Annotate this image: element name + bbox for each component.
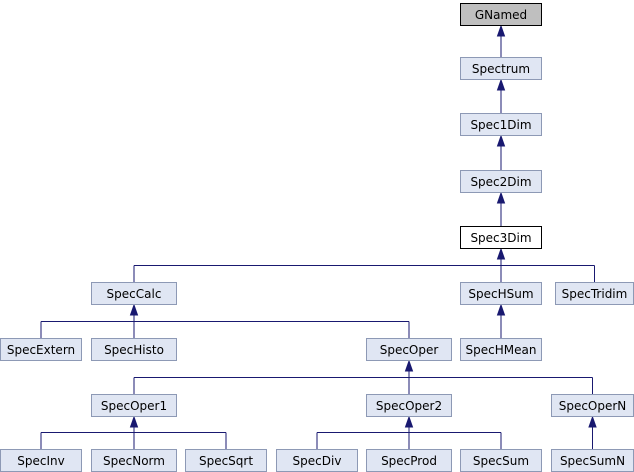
class-box[interactable] xyxy=(460,3,542,26)
class-label: SpecHisto xyxy=(104,343,164,357)
class-label: SpecTridim xyxy=(562,287,628,301)
class-box[interactable] xyxy=(460,57,542,80)
class-node-specdiv[interactable]: SpecDiv xyxy=(276,449,358,472)
class-node-speccalc[interactable]: SpecCalc xyxy=(91,282,177,305)
edge-group-specoper1 xyxy=(40,415,227,449)
class-node-specopern[interactable]: SpecOperN xyxy=(551,394,634,417)
edge-group-speccalc xyxy=(40,303,410,338)
class-label: SpecOper2 xyxy=(376,399,442,413)
class-box[interactable] xyxy=(460,113,542,136)
class-box[interactable] xyxy=(91,394,177,417)
class-label: SpecOper xyxy=(380,343,439,357)
class-node-specsumn[interactable]: SpecSumN xyxy=(551,449,634,472)
arrowhead-speccalc xyxy=(129,303,139,316)
class-box[interactable] xyxy=(366,394,452,417)
class-node-spechsum[interactable]: SpecHSum xyxy=(460,282,542,305)
arrowhead-specoper1 xyxy=(129,415,139,428)
class-box[interactable] xyxy=(460,282,542,305)
nodes-layer: GNamedSpectrumSpec1DimSpec2DimSpec3DimSp… xyxy=(0,3,634,472)
class-label: SpecInv xyxy=(17,454,64,468)
class-box[interactable] xyxy=(460,226,542,249)
class-label: GNamed xyxy=(475,8,527,22)
class-label: SpecHSum xyxy=(468,287,533,301)
class-node-spechisto[interactable]: SpecHisto xyxy=(91,338,177,361)
arrowhead-gnamed xyxy=(496,24,506,37)
class-box[interactable] xyxy=(0,338,82,361)
class-node-specprod[interactable]: SpecProd xyxy=(366,449,452,472)
edge-group-spechsum xyxy=(496,303,506,338)
class-node-specinv[interactable]: SpecInv xyxy=(0,449,82,472)
class-box[interactable] xyxy=(460,338,542,361)
class-label: SpecOper1 xyxy=(101,399,167,413)
class-node-spectrum[interactable]: Spectrum xyxy=(460,57,542,80)
edge-group-specoper xyxy=(133,359,593,394)
class-label: SpecSum xyxy=(473,454,529,468)
class-node-spec2dim[interactable]: Spec2Dim xyxy=(460,170,542,193)
class-label: SpecDiv xyxy=(293,454,342,468)
class-label: Spec1Dim xyxy=(470,118,531,132)
class-box[interactable] xyxy=(366,338,452,361)
class-label: SpecSqrt xyxy=(199,454,253,468)
class-label: SpecOperN xyxy=(559,399,627,413)
edge-group-spec2dim xyxy=(496,191,506,226)
class-label: Spectrum xyxy=(472,62,530,76)
class-label: SpecSumN xyxy=(560,454,625,468)
class-box[interactable] xyxy=(91,282,177,305)
arrowhead-spechsum xyxy=(496,303,506,316)
class-node-spechmean[interactable]: SpecHMean xyxy=(460,338,542,361)
class-box[interactable] xyxy=(460,170,542,193)
class-node-specextern[interactable]: SpecExtern xyxy=(0,338,82,361)
class-node-specoper[interactable]: SpecOper xyxy=(366,338,452,361)
class-label: Spec3Dim xyxy=(470,231,531,245)
class-label: SpecHMean xyxy=(466,343,537,357)
class-node-specoper2[interactable]: SpecOper2 xyxy=(366,394,452,417)
class-node-specsqrt[interactable]: SpecSqrt xyxy=(185,449,267,472)
arrowhead-specopern xyxy=(588,415,597,428)
class-label: SpecNorm xyxy=(103,454,165,468)
arrowhead-spec3dim xyxy=(496,247,506,260)
class-node-specoper1[interactable]: SpecOper1 xyxy=(91,394,177,417)
arrowhead-specoper2 xyxy=(404,415,414,428)
class-node-specnorm[interactable]: SpecNorm xyxy=(91,449,177,472)
edge-group-spec1dim xyxy=(496,134,506,170)
arrowhead-spec2dim xyxy=(496,191,506,204)
edge-group-gnamed xyxy=(496,24,506,57)
class-node-spec3dim[interactable]: Spec3Dim xyxy=(460,226,542,249)
class-node-spectridim[interactable]: SpecTridim xyxy=(555,282,634,305)
arrowhead-spec1dim xyxy=(496,134,506,147)
class-label: SpecExtern xyxy=(7,343,75,357)
edge-group-specopern xyxy=(588,415,597,449)
class-box[interactable] xyxy=(91,338,177,361)
arrowhead-specoper xyxy=(404,359,414,372)
class-node-gnamed[interactable]: GNamed xyxy=(460,3,542,26)
edge-group-spectrum xyxy=(496,78,506,113)
class-node-specsum[interactable]: SpecSum xyxy=(460,449,542,472)
arrowhead-spectrum xyxy=(496,78,506,91)
class-label: Spec2Dim xyxy=(470,175,531,189)
class-node-spec1dim[interactable]: Spec1Dim xyxy=(460,113,542,136)
edges-layer xyxy=(40,24,597,449)
edge-group-specoper2 xyxy=(316,415,502,449)
class-label: SpecCalc xyxy=(107,287,162,301)
class-label: SpecProd xyxy=(381,454,437,468)
edge-group-spec3dim xyxy=(133,247,595,282)
